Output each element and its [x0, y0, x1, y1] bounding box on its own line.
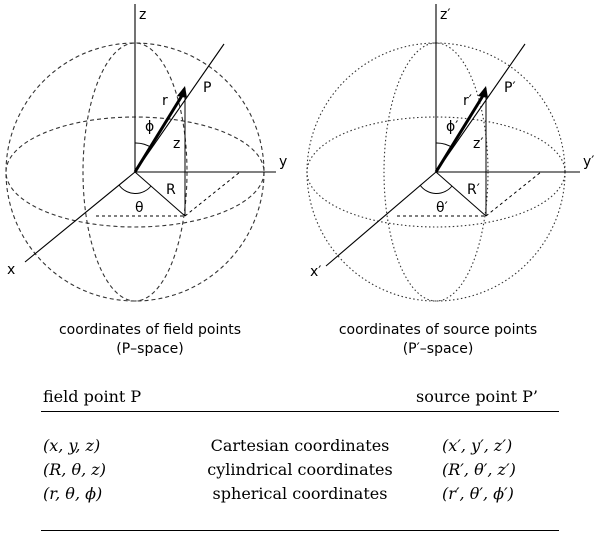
- row-cylindrical-name: cylindrical coordinates: [207, 460, 393, 479]
- right-phi-label: ϕ′: [446, 119, 458, 135]
- right-R-segment: [435, 171, 487, 217]
- left-theta-arc: [118, 184, 152, 195]
- row-cartesian-source: (x′, y′, z′): [442, 436, 513, 455]
- right-axis-y-label: y′: [583, 154, 594, 170]
- row-spherical-source: (r′, θ′, ϕ′): [442, 484, 514, 503]
- table-header-field: field point P: [43, 387, 142, 406]
- row-cartesian-name: Cartesian coordinates: [210, 436, 390, 455]
- left-caption-line2: (P–space): [116, 341, 184, 357]
- left-x-axis-near: [24, 171, 136, 263]
- left-caption: coordinates of field points (P–space): [0, 321, 300, 359]
- row-cylindrical-source: (R′, θ′, z′): [442, 460, 516, 479]
- left-theta-label: θ: [135, 200, 144, 216]
- row-cylindrical-field: (R, θ, z): [43, 460, 106, 479]
- right-caption-line2: (P′–space): [402, 341, 474, 357]
- left-r-vector: [133, 93, 185, 173]
- left-phi-label: ϕ: [145, 119, 154, 135]
- right-x-axis-near: [325, 171, 437, 267]
- left-axis-y-label: y: [279, 154, 287, 170]
- right-theta-arc: [419, 184, 453, 195]
- left-R-segment: [134, 171, 186, 217]
- right-theta-label: θ′: [436, 200, 448, 216]
- left-caption-line1: coordinates of field points: [58, 322, 241, 338]
- right-caption-line1: coordinates of source points: [338, 322, 538, 338]
- table-top-rule: [41, 411, 559, 412]
- left-point-label: P: [203, 80, 211, 96]
- right-z-segment-label: z′: [473, 136, 484, 152]
- left-r-label: r: [162, 93, 168, 109]
- table-bottom-rule: [41, 530, 559, 531]
- row-cartesian-field: (x, y, z): [43, 436, 101, 455]
- right-r-arrowhead: [478, 86, 488, 98]
- left-R-label: R: [166, 182, 176, 198]
- left-z-segment-label: z: [173, 136, 180, 152]
- right-caption: coordinates of source points (P′–space): [288, 321, 588, 359]
- row-spherical-field: (r, θ, ϕ): [43, 484, 103, 503]
- left-axis-z-label: z: [139, 7, 146, 23]
- right-point-label: P′: [504, 80, 516, 96]
- right-proj-y-line: [485, 171, 542, 217]
- right-axis-z-label: z′: [440, 7, 451, 23]
- right-r-label: r′: [463, 93, 472, 109]
- left-axis-x-label: x: [7, 262, 15, 278]
- table-header-source: source point P’: [416, 387, 538, 406]
- left-r-arrowhead: [177, 86, 187, 98]
- right-diagram: z′ y′ x′ P′ r′ ϕ′ z′ R′ θ′: [306, 4, 594, 302]
- right-R-label: R′: [467, 182, 480, 198]
- row-spherical-name: spherical coordinates: [212, 484, 388, 503]
- right-r-vector: [434, 93, 486, 173]
- left-proj-y-line: [184, 171, 241, 217]
- right-axis-x-label: x′: [310, 264, 321, 280]
- left-diagram: z y x P r ϕ z R θ: [5, 4, 287, 302]
